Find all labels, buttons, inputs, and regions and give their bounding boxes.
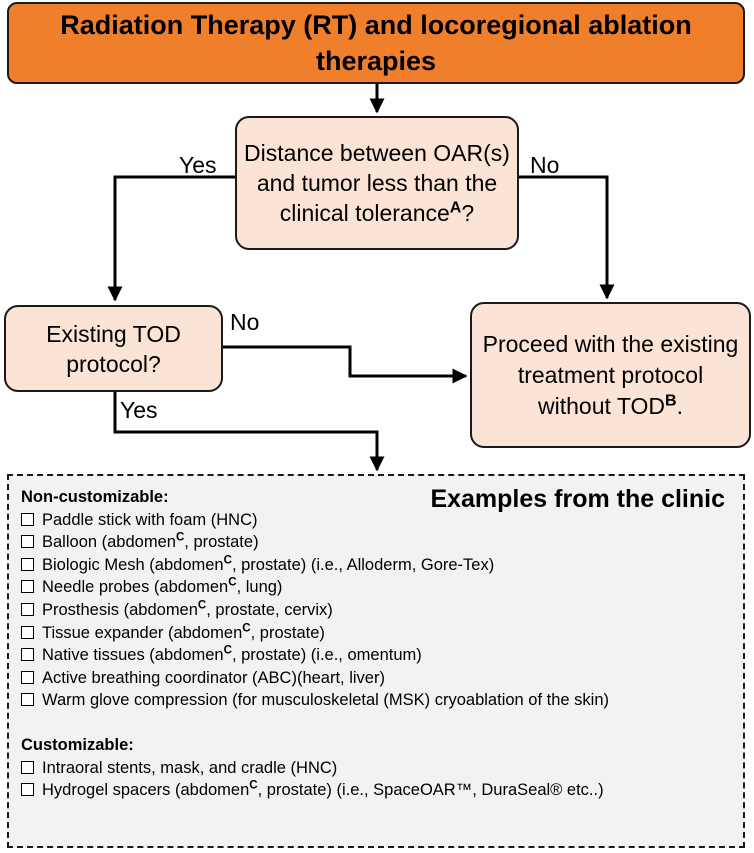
checkbox-icon xyxy=(21,580,34,594)
checkbox-icon xyxy=(21,670,34,684)
edge-label-no: No xyxy=(530,152,560,178)
checkbox-icon xyxy=(21,602,34,616)
edge-label-yes-tod: Yes xyxy=(120,397,158,423)
title-box: Radiation Therapy (RT) and locoregional … xyxy=(7,2,745,84)
decision-distance: Distance between OAR(s) and tumor less t… xyxy=(235,116,519,250)
checkbox-icon xyxy=(21,625,34,639)
checkbox-icon xyxy=(21,693,34,707)
decision-tod-protocol: Existing TOD protocol? xyxy=(4,305,223,392)
arrow-decision-no xyxy=(519,175,615,300)
customizable-item: Hydrogel spacers (abdomenC, prostate) (i… xyxy=(21,779,731,802)
checkbox-icon xyxy=(21,760,34,774)
non_customizable-item: Paddle stick with foam (HNC) xyxy=(21,509,731,532)
non-customizable-heading: Non-customizable: xyxy=(21,488,169,506)
arrow-decision-yes xyxy=(107,175,235,302)
examples-panel: Examples from the clinic Non-customizabl… xyxy=(7,474,745,848)
customizable-item: Intraoral stents, mask, and cradle (HNC) xyxy=(21,757,731,780)
arrow-tod-yes xyxy=(113,392,385,472)
non_customizable-item: Native tissues (abdomenC, prostate) (i.e… xyxy=(21,644,731,667)
non_customizable-item: Prosthesis (abdomenC, prostate, cervix) xyxy=(21,599,731,622)
proceed-box: Proceed with the existing treatment prot… xyxy=(470,302,751,448)
checkbox-icon xyxy=(21,535,34,549)
checkbox-icon xyxy=(21,648,34,662)
non_customizable-item: Balloon (abdomenC, prostate) xyxy=(21,531,731,554)
edge-label-no-tod: No xyxy=(230,309,260,335)
non-customizable-list: Paddle stick with foam (HNC)Balloon (abd… xyxy=(21,509,731,712)
proceed-text: Proceed with the existing treatment prot… xyxy=(482,330,739,419)
non_customizable-item: Warm glove compression (for musculoskele… xyxy=(21,689,731,712)
checkbox-icon xyxy=(21,512,34,526)
decision-text: Distance between OAR(s) and tumor less t… xyxy=(244,140,510,226)
tod-question-text: Existing TOD protocol? xyxy=(46,320,181,377)
title-text: Radiation Therapy (RT) and locoregional … xyxy=(60,10,692,76)
customizable-list: Intraoral stents, mask, and cradle (HNC)… xyxy=(21,757,731,802)
checkbox-icon xyxy=(21,783,34,797)
non_customizable-item: Active breathing coordinator (ABC)(heart… xyxy=(21,667,731,690)
non_customizable-item: Needle probes (abdomenC, lung) xyxy=(21,576,731,599)
edge-label-yes: Yes xyxy=(179,152,217,178)
examples-title: Examples from the clinic xyxy=(430,485,725,513)
customizable-heading: Customizable: xyxy=(21,735,134,754)
non_customizable-item: Tissue expander (abdomenC, prostate) xyxy=(21,622,731,645)
arrow-tod-no xyxy=(223,345,468,384)
non_customizable-item: Biologic Mesh (abdomenC, prostate) (i.e.… xyxy=(21,554,731,577)
checkbox-icon xyxy=(21,557,34,571)
